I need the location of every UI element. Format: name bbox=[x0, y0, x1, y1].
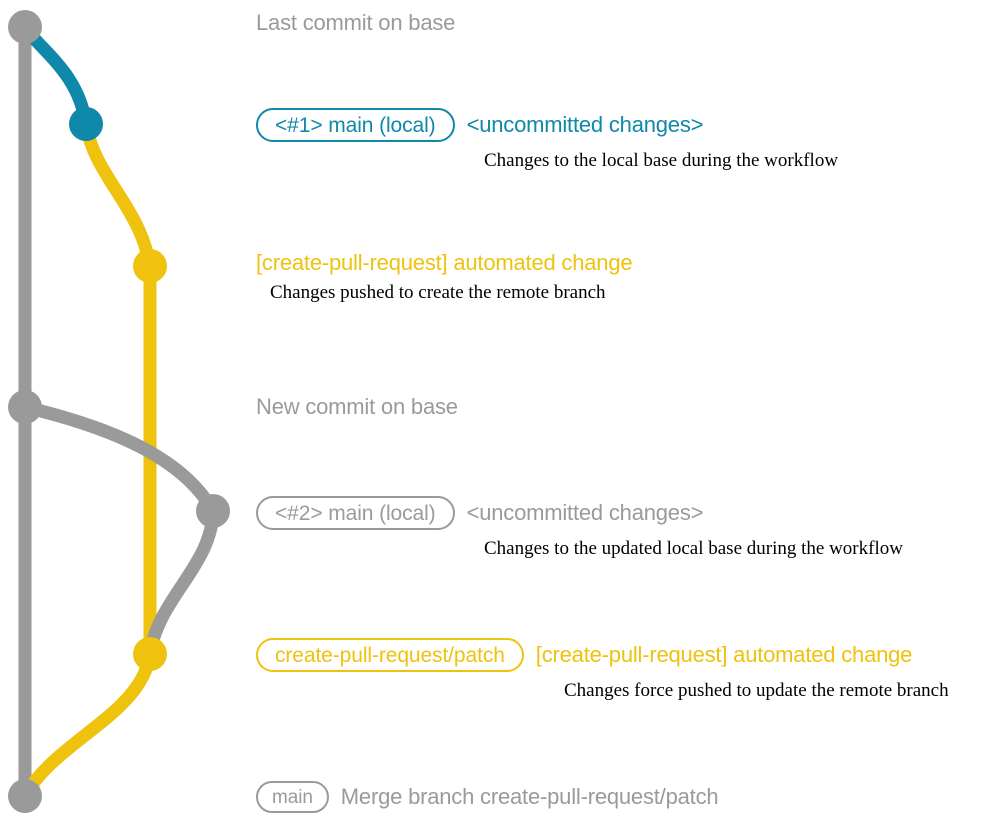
commit-entry-automated-change-1: [create-pull-request] automated change C… bbox=[256, 250, 633, 304]
commit-subject: New commit on base bbox=[256, 394, 458, 419]
commit-entry-local-commit-2: <#2> main (local) <uncommitted changes> … bbox=[256, 496, 903, 560]
branch-badge-main-local-2[interactable]: <#2> main (local) bbox=[256, 496, 455, 530]
commit-entry-last-commit-on-base: Last commit on base bbox=[256, 12, 455, 34]
commit-subject: <uncommitted changes> bbox=[466, 500, 704, 525]
commit-headline: main Merge branch create-pull-request/pa… bbox=[256, 781, 719, 813]
node-patch-2 bbox=[133, 637, 167, 671]
commit-entry-merge-commit: main Merge branch create-pull-request/pa… bbox=[256, 781, 719, 813]
commit-entry-automated-change-2: create-pull-request/patch [create-pull-r… bbox=[256, 638, 949, 702]
commit-description: Changes pushed to create the remote bran… bbox=[270, 282, 606, 303]
commit-headline: New commit on base bbox=[256, 396, 458, 418]
edge-base-2-to-local-2 bbox=[18, 400, 220, 518]
commit-entry-local-commit-1: <#1> main (local) <uncommitted changes> … bbox=[256, 108, 838, 172]
node-base-1 bbox=[8, 10, 42, 44]
node-local-1 bbox=[69, 107, 103, 141]
branch-badge-main-local-1[interactable]: <#1> main (local) bbox=[256, 108, 455, 142]
commit-headline: <#2> main (local) <uncommitted changes> bbox=[256, 496, 703, 530]
edge-base-to-local-1 bbox=[18, 20, 93, 131]
edge-local-1-to-patch-1 bbox=[79, 117, 157, 273]
node-merge bbox=[8, 779, 42, 813]
commit-subject: [create-pull-request] automated change bbox=[535, 642, 913, 667]
commit-headline: [create-pull-request] automated change bbox=[256, 250, 633, 275]
commit-description: Changes to the updated local base during… bbox=[484, 538, 903, 559]
node-local-2 bbox=[196, 494, 230, 528]
commit-nodes bbox=[8, 10, 230, 813]
commit-subject: <uncommitted changes> bbox=[466, 112, 704, 137]
commit-subject: Merge branch create-pull-request/patch bbox=[340, 784, 719, 809]
branch-badge-create-pull-request-patch[interactable]: create-pull-request/patch bbox=[256, 638, 524, 672]
branch-badge-main[interactable]: main bbox=[256, 781, 329, 813]
commit-headline: Last commit on base bbox=[256, 12, 455, 34]
node-patch-1 bbox=[133, 249, 167, 283]
commit-description: Changes to the local base during the wor… bbox=[484, 150, 839, 171]
commit-entry-new-commit-on-base: New commit on base bbox=[256, 396, 458, 418]
node-base-2 bbox=[8, 390, 42, 424]
commit-headline: <#1> main (local) <uncommitted changes> bbox=[256, 108, 703, 142]
edge-local-2-to-patch-2 bbox=[143, 504, 220, 661]
edge-patch-2-to-merge bbox=[18, 647, 157, 803]
commit-subject: [create-pull-request] automated change bbox=[256, 250, 633, 275]
commit-description: Changes force pushed to update the remot… bbox=[564, 680, 949, 701]
commit-headline: create-pull-request/patch [create-pull-r… bbox=[256, 638, 912, 672]
commit-subject: Last commit on base bbox=[256, 10, 456, 35]
